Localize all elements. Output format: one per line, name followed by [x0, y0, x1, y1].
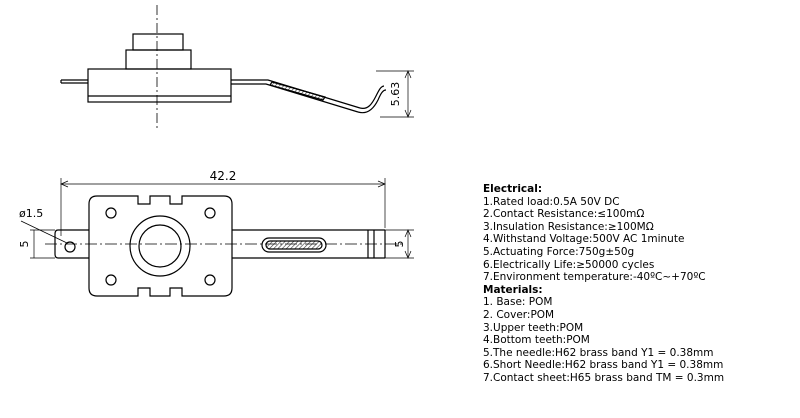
- right-dim-arrow-top: [404, 229, 412, 238]
- side-view: [60, 5, 414, 128]
- dim-arrow-top: [404, 70, 412, 79]
- electrical-spec-2: 2.Contact Resistance:≤100mΩ: [483, 208, 645, 221]
- materials-heading: Materials:: [483, 283, 543, 296]
- spring-arm-bottom: [231, 83, 359, 113]
- left-tab: [54, 229, 89, 259]
- contact-slot-hatch: [265, 240, 323, 250]
- contact-slot: [261, 237, 327, 253]
- electrical-spec-3: 3.Insulation Resistance:≥100MΩ: [483, 220, 654, 233]
- left-width-label: 5: [18, 241, 31, 248]
- spring-hook-inner: [357, 89, 387, 114]
- top-view: [20, 178, 414, 297]
- button-inner-ring: [138, 224, 182, 268]
- spring-arm-top: [231, 79, 361, 109]
- dim-arrow-bottom: [404, 109, 412, 118]
- length-arrow-left: [60, 180, 69, 188]
- right-dim-arrow-bottom: [404, 250, 412, 259]
- electrical-heading: Electrical:: [483, 183, 543, 195]
- corner-hole-bl: [105, 274, 117, 286]
- spec-panel: Electrical: 1.Rated load:0.5A 50V DC 2.C…: [483, 183, 783, 385]
- length-arrow-right: [377, 180, 386, 188]
- base-plate: [88, 195, 233, 297]
- material-spec-6: 6.Short Needle:H62 brass band Y1 = 0.38m…: [483, 359, 724, 372]
- electrical-spec-6: 6.Electrically Life:≥50000 cycles: [483, 258, 655, 271]
- material-spec-4: 4.Bottom teeth:POM: [483, 334, 590, 347]
- dim-height-label: 5.63: [389, 82, 402, 107]
- corner-hole-tr: [204, 207, 216, 219]
- base-body: [87, 68, 232, 103]
- spring-hook-outer: [359, 85, 385, 109]
- electrical-spec-4: 4.Withstand Voltage:500V AC 1minute: [483, 233, 685, 246]
- electrical-spec-5: 5.Actuating Force:750g±50g: [483, 245, 635, 258]
- corner-hole-br: [204, 274, 216, 286]
- right-width-label: 5: [393, 241, 406, 248]
- material-spec-7: 7.Contact sheet:H65 brass band TM = 0.3m…: [483, 371, 725, 384]
- pivot-hole: [64, 241, 76, 253]
- corner-hole-tl: [105, 207, 117, 219]
- material-spec-5: 5.The needle:H62 brass band Y1 = 0.38mm: [483, 346, 714, 359]
- hole-diameter-label: ø1.5: [19, 207, 43, 220]
- spring-arm-hatch: [269, 81, 326, 101]
- electrical-spec-1: 1.Rated load:0.5A 50V DC: [483, 195, 620, 208]
- material-spec-2: 2. Cover:POM: [483, 308, 555, 321]
- material-spec-3: 3.Upper teeth:POM: [483, 321, 584, 334]
- button-outer-ring: [129, 215, 191, 277]
- length-label: 42.2: [210, 169, 237, 183]
- material-spec-1: 1. Base: POM: [483, 296, 553, 309]
- electrical-spec-7: 7.Environment temperature:-40ºC~+70ºC: [483, 271, 706, 284]
- hole-leader: [20, 220, 68, 244]
- upper-body: [125, 49, 192, 70]
- button-cap: [132, 33, 184, 51]
